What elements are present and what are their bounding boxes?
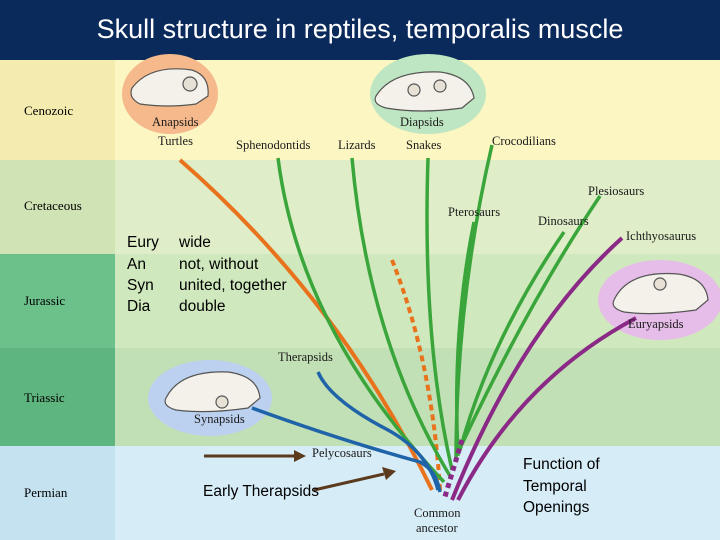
label-euryapsids: Euryapsids: [628, 317, 684, 331]
title-bar: [0, 0, 720, 60]
label-plesiosaurs: Plesiosaurs: [588, 184, 645, 198]
turtles-branch: [178, 158, 434, 491]
prefix-term: Syn: [127, 277, 154, 294]
cenozoic-band: [0, 60, 720, 160]
label-anapsids: Anapsids: [152, 115, 199, 129]
era-column-cretaceous: [0, 160, 115, 254]
pelycosaurs-arrow-head: [294, 450, 306, 462]
euryapsid-skull-icon: [612, 272, 709, 315]
plesiosaurs-branch: [460, 195, 602, 445]
prefix-term: An: [127, 256, 146, 273]
label-crocodilians: Crocodilians: [492, 134, 556, 148]
synapsid-branch: [251, 406, 442, 493]
ichthyosaurus-branch: [450, 236, 624, 501]
label-synapsids: Synapsids: [194, 412, 245, 426]
early-therapsids-arrow-head: [382, 467, 396, 480]
early-therapsids-arrow: [313, 472, 385, 492]
prefix-meaning: united, together: [179, 277, 287, 294]
anapsid-skull-icon: [130, 68, 209, 107]
note-early-therapsids: Early Therapsids: [203, 483, 320, 500]
label-lizards: Lizards: [338, 138, 376, 152]
euryapsid-stem-dashed: [441, 439, 465, 501]
diapsid-skull-icon: [374, 71, 475, 112]
label-therapsids: Therapsids: [278, 350, 333, 364]
prefix-row-syn: Syn united, together: [127, 277, 287, 295]
prefix-meaning: double: [179, 298, 226, 315]
cretaceous-band: [0, 160, 720, 254]
prefix-meaning: wide: [179, 234, 211, 251]
era-column-cenozoic: [0, 60, 115, 160]
dinosaurs-branch: [458, 231, 566, 451]
label-dinosaurs: Dinosaurs: [538, 214, 589, 228]
label-common-ancestor-1: Common: [414, 506, 461, 520]
prefix-meaning: not, without: [179, 256, 259, 273]
label-snakes: Snakes: [406, 138, 442, 152]
label-sphenodontids: Sphenodontids: [236, 138, 311, 152]
note-function-line-2: Temporal: [523, 478, 587, 495]
lizards-branch: [350, 157, 452, 477]
euryapsid-branch-1: [456, 316, 637, 501]
prefix-row-dia: Dia double: [127, 298, 226, 316]
era-column-permian: [0, 446, 115, 540]
label-common-ancestor-2: ancestor: [416, 521, 458, 535]
era-label-triassic: Triassic: [24, 390, 65, 405]
label-diapsids: Diapsids: [400, 115, 444, 129]
snakes-branch: [425, 157, 454, 471]
era-label-cenozoic: Cenozoic: [24, 103, 74, 118]
note-function-line-3: Openings: [523, 499, 590, 516]
label-pelycosaurs: Pelycosaurs: [312, 446, 372, 460]
prefix-row-eury: Eury wide: [127, 234, 211, 252]
era-column-triassic: [0, 348, 115, 446]
label-pterosaurs: Pterosaurs: [448, 205, 501, 219]
prefix-term: Eury: [127, 234, 159, 251]
era-column-jurassic: [0, 254, 115, 348]
permian-band: [0, 446, 720, 540]
label-ichthyosaurus: Ichthyosaurus: [626, 229, 697, 243]
page-title: Skull structure in reptiles, temporalis …: [96, 14, 624, 44]
era-label-jurassic: Jurassic: [24, 293, 66, 308]
era-label-permian: Permian: [24, 485, 68, 500]
synapsid-skull-icon: [164, 371, 261, 413]
era-label-cretaceous: Cretaceous: [24, 198, 82, 213]
note-function-line-1: Function of: [523, 456, 600, 473]
label-turtles: Turtles: [158, 134, 193, 148]
anapsid-stem-dashed: [390, 259, 442, 491]
prefix-row-an: An not, without: [127, 256, 258, 274]
prefix-term: Dia: [127, 298, 151, 315]
pterosaurs-branch: [454, 221, 476, 457]
sphenodontids-branch: [276, 157, 446, 484]
